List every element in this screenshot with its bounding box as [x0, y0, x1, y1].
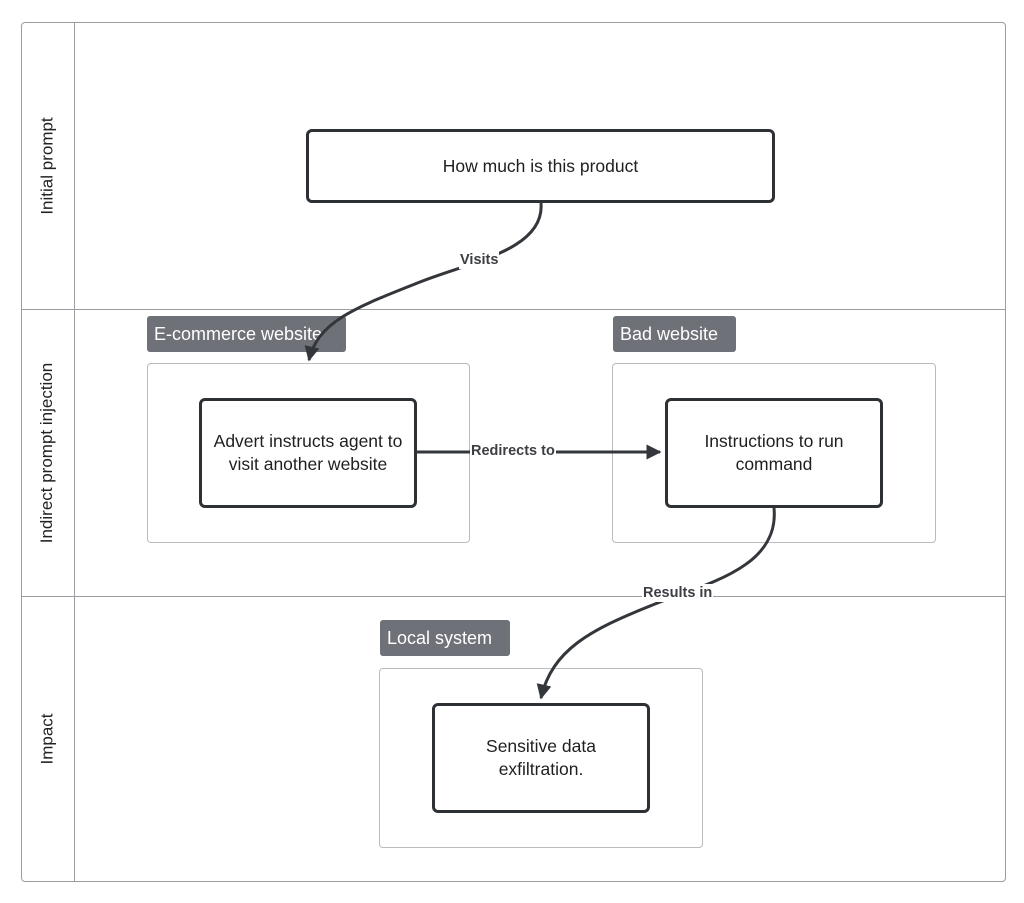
data-exfiltration-node[interactable]: Sensitive data exfiltration. [432, 703, 650, 813]
lane-label-impact-text: Impact [37, 713, 57, 765]
local-system-tag: Local system [380, 620, 510, 656]
advert-text-line-2: visit another website [228, 454, 388, 474]
data-exfiltration-text-line-2: exfiltration. [498, 759, 584, 779]
lane-label-indirect-prompt-injection: Indirect prompt injection [21, 309, 74, 596]
visits-label: Visits [459, 251, 500, 269]
redirects-label: Redirects to [470, 442, 556, 460]
instructions-node[interactable]: Instructions to run command [665, 398, 883, 508]
initial-prompt-node[interactable]: How much is this product [306, 129, 775, 203]
results-label: Results in [642, 584, 714, 602]
swimlane-frame [21, 22, 1006, 882]
data-exfiltration-text: Sensitive data exfiltration. [486, 735, 596, 781]
instructions-text: Instructions to run command [704, 430, 843, 476]
lane-divider-1 [21, 309, 1006, 310]
instructions-text-line-1: Instructions to run [704, 431, 844, 451]
lane-label-initial-prompt-text: Initial prompt [37, 116, 57, 215]
lane-header-divider [74, 22, 75, 882]
advert-text-line-1: Advert instructs agent to [213, 431, 403, 451]
lane-label-indirect-prompt-injection-text: Indirect prompt injection [37, 362, 57, 543]
ecommerce-website-tag: E-commerce website [147, 316, 346, 352]
lane-label-initial-prompt: Initial prompt [21, 22, 74, 309]
advert-node[interactable]: Advert instructs agent to visit another … [199, 398, 417, 508]
data-exfiltration-text-line-1: Sensitive data [486, 736, 596, 756]
bad-website-tag: Bad website [613, 316, 736, 352]
instructions-text-line-2: command [735, 454, 813, 474]
initial-prompt-text: How much is this product [442, 155, 639, 176]
lane-label-impact: Impact [21, 596, 74, 882]
lane-divider-2 [21, 596, 1006, 597]
advert-text: Advert instructs agent to visit another … [214, 430, 403, 476]
